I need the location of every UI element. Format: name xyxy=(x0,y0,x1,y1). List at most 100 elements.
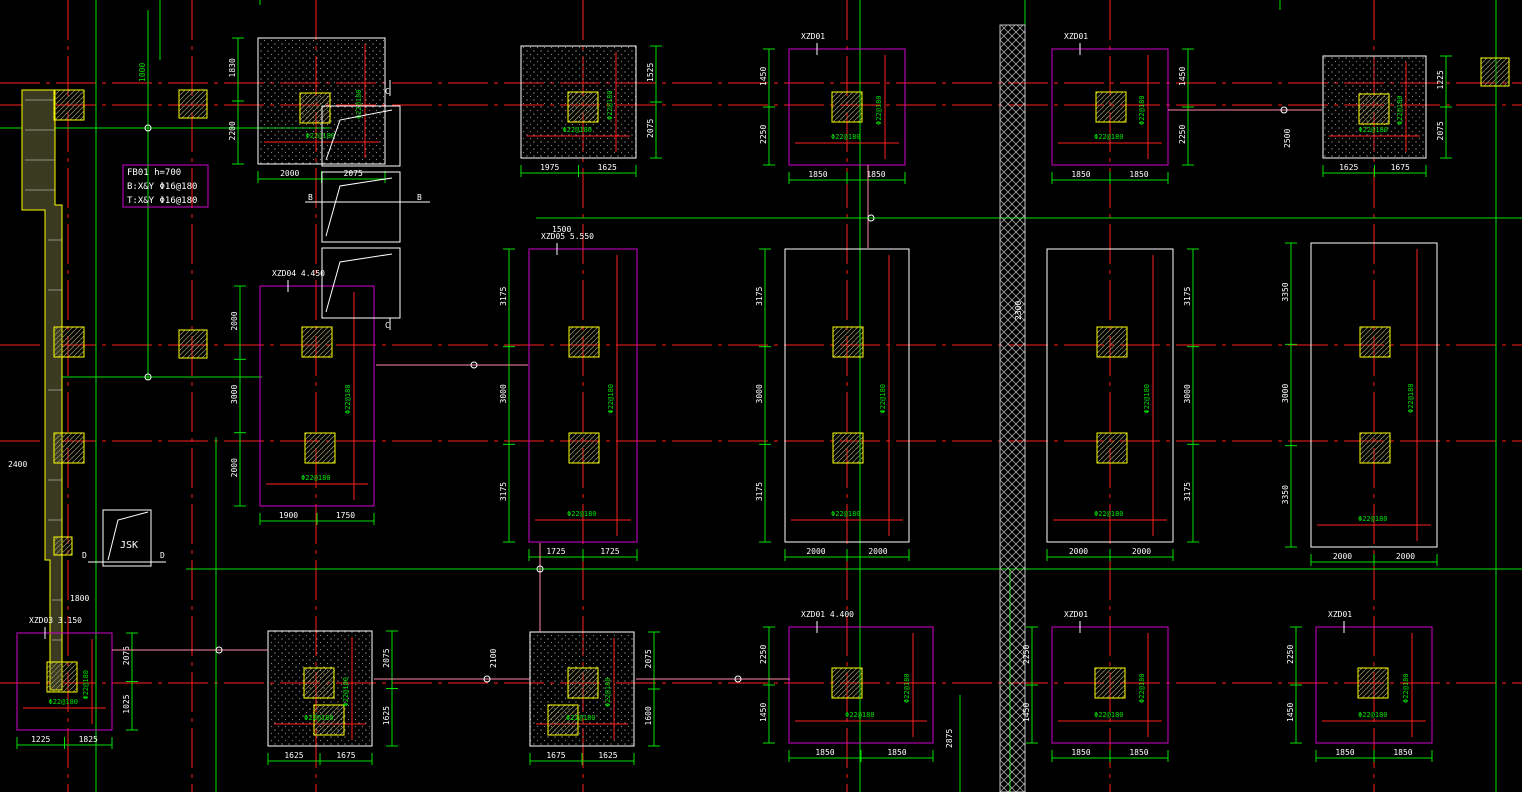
column-pier xyxy=(567,667,599,699)
column-pier xyxy=(46,661,78,693)
column-pier xyxy=(567,91,599,123)
dim-text-side: 2250 xyxy=(1022,645,1031,664)
jsk-label: JSK xyxy=(120,540,138,551)
footing-label: XZD05 5.550 xyxy=(541,232,594,241)
dim-text-side: 1450 xyxy=(1178,67,1187,86)
dim-text-side: 3350 xyxy=(1281,485,1290,504)
rebar-note-x: Φ22@180 xyxy=(831,133,861,141)
column-pier xyxy=(1359,326,1391,358)
dim-text-bottom: 1625 xyxy=(598,751,617,760)
rebar-note-x: Φ22@180 xyxy=(1358,515,1388,523)
rebar-note-x: Φ22@180 xyxy=(563,126,593,134)
rebar-note-y: Φ22@180 xyxy=(1138,673,1146,703)
dim-text-bottom: 1825 xyxy=(79,735,98,744)
footing-label: XZD01 xyxy=(1064,610,1088,619)
dim-text-bottom: 1850 xyxy=(808,170,827,179)
footing-label: XZD01 xyxy=(1064,32,1088,41)
rebar-note-x: Φ22@180 xyxy=(304,714,334,722)
dim-text-side: 2075 xyxy=(122,646,131,665)
expansion-joint-strip xyxy=(999,24,1026,792)
dim-text-side: 2250 xyxy=(759,645,768,664)
rebar-note-x: Φ22@180 xyxy=(1359,126,1389,134)
dim-text-side: 3175 xyxy=(1183,286,1192,305)
dim-text-bottom: 1850 xyxy=(815,748,834,757)
dim-text-side: 3000 xyxy=(499,384,508,403)
footing-label: XZD01 4.400 xyxy=(801,610,854,619)
dim-2500: 2500 xyxy=(1283,129,1292,148)
dim-2100: 2100 xyxy=(489,649,498,668)
rebar-note-y: Φ22@180 xyxy=(1396,95,1404,125)
dim-text-bottom: 1850 xyxy=(1129,748,1148,757)
column-pier xyxy=(303,667,335,699)
retaining-wall xyxy=(21,89,63,691)
dim-text-side: 1450 xyxy=(759,67,768,86)
dim-text-side: 2075 xyxy=(382,648,391,667)
rebar-note-x: Φ22@180 xyxy=(301,474,331,482)
section-mark-c-bottom: C xyxy=(385,321,390,330)
column-pier xyxy=(831,667,863,699)
dim-text-side: 3175 xyxy=(755,286,764,305)
column-pier xyxy=(832,432,864,464)
footing-outline xyxy=(1046,248,1174,543)
rebar-note-y: Φ22@180 xyxy=(903,673,911,703)
dim-text-side: 2000 xyxy=(230,311,239,330)
dim-text-bottom: 2075 xyxy=(344,169,363,178)
footing-outline xyxy=(788,626,934,744)
dim-text-bottom: 1675 xyxy=(1391,163,1410,172)
column-pier xyxy=(299,92,331,124)
dim-text-side: 1830 xyxy=(228,58,237,77)
dim-text-bottom: 1725 xyxy=(600,547,619,556)
rebar-note-x: Φ22@180 xyxy=(831,510,861,518)
section-mark-b-left: B xyxy=(308,193,313,202)
dim-text-bottom: 2000 xyxy=(1396,552,1415,561)
dim-text-bottom: 1750 xyxy=(336,511,355,520)
rebar-note-x: Φ22@180 xyxy=(845,711,875,719)
footing-outline xyxy=(1051,48,1169,166)
rebar-note-x: Φ22@180 xyxy=(1094,133,1124,141)
dim-text-bottom: 1975 xyxy=(540,163,559,172)
dim-text-bottom: 1625 xyxy=(284,751,303,760)
dim-text-side: 1025 xyxy=(122,694,131,713)
column-pier xyxy=(832,326,864,358)
rebar-note-y: Φ22@180 xyxy=(344,384,352,414)
dim-text-bottom: 2000 xyxy=(1333,552,1352,561)
dim-text-bottom: 1850 xyxy=(1393,748,1412,757)
dim-text-bottom: 2000 xyxy=(868,547,887,556)
fb01-note: FB01 h=700 B:X&Y Φ16@180 T:X&Y Φ16@180 xyxy=(122,164,209,208)
dim-text-side: 3000 xyxy=(1281,384,1290,403)
footing-outline xyxy=(1051,626,1169,744)
dim-2300: 2300 xyxy=(1014,301,1023,320)
dim-text-side: 1525 xyxy=(646,63,655,82)
footing-outline xyxy=(784,248,910,543)
section-labels: B B C C D D JSK xyxy=(82,87,422,560)
isolated-columns xyxy=(53,57,1510,556)
dim-text-side: 2250 xyxy=(1178,125,1187,144)
dim-text-side: 3175 xyxy=(499,482,508,501)
dim-text-bottom: 1850 xyxy=(1335,748,1354,757)
dim-text-side: 1625 xyxy=(382,706,391,725)
column-pier xyxy=(1358,93,1390,125)
rebar-note-y: Φ22@180 xyxy=(606,90,614,120)
dim-2400: 2400 xyxy=(8,460,27,469)
dim-1800: 1800 xyxy=(70,594,89,603)
misc-dimensions: 1500 2400 1800 2875 2500 2300 2100 1000 xyxy=(8,63,1292,748)
column-pier xyxy=(1096,432,1128,464)
dim-text-bottom: 1225 xyxy=(31,735,50,744)
dim-text-bottom: 2000 xyxy=(1069,547,1088,556)
column-pier xyxy=(568,432,600,464)
